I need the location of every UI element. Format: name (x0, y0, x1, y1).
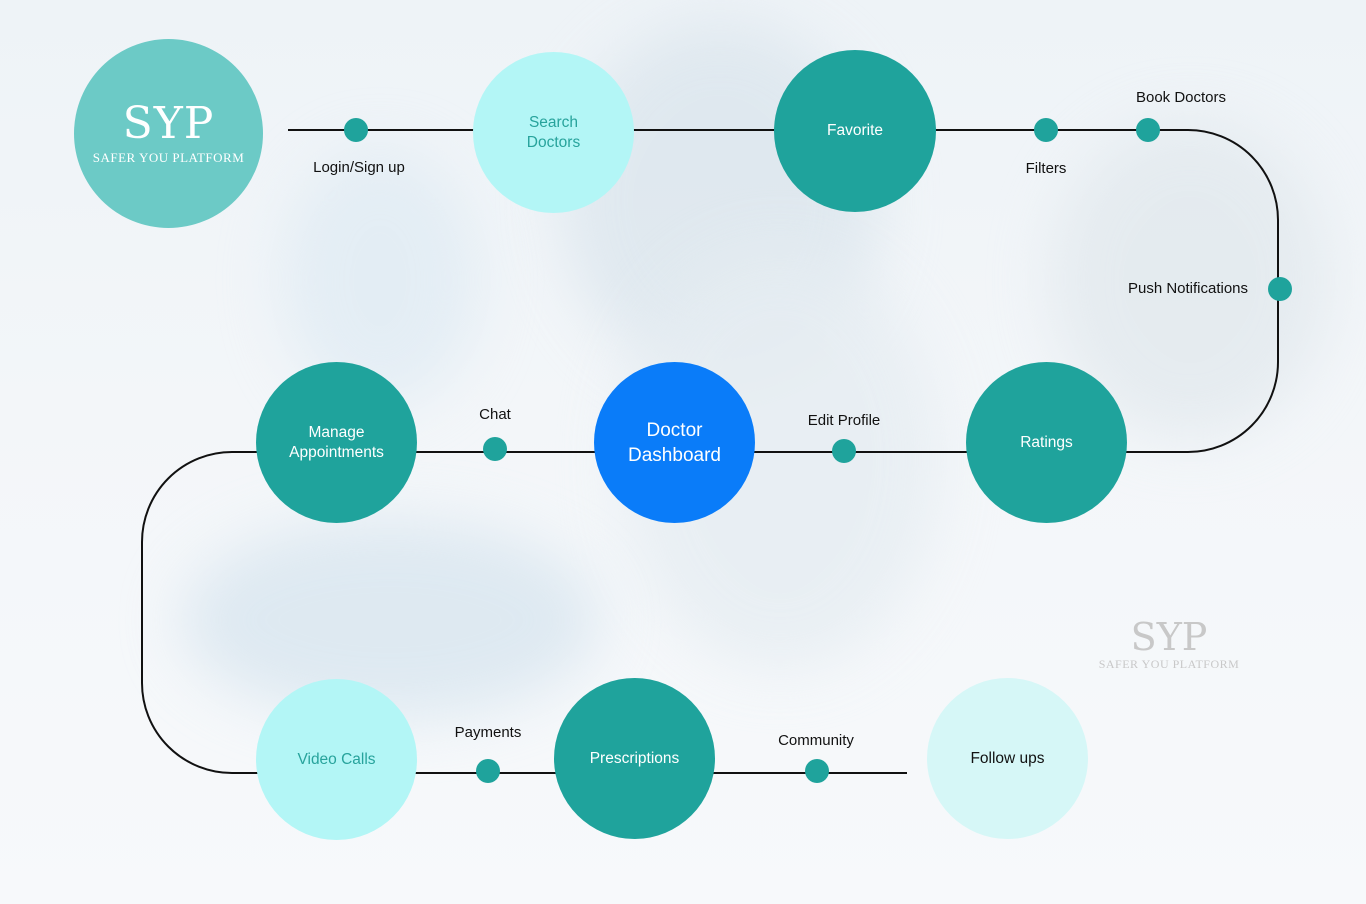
node-ratings-label: Ratings (1020, 433, 1073, 453)
node-favorite[interactable]: Favorite (774, 50, 936, 212)
step-label-filters: Filters (1026, 160, 1067, 177)
step-dot-login[interactable] (344, 118, 368, 142)
node-doctor-dashboard[interactable]: Doctor Dashboard (594, 362, 755, 523)
node-ratings[interactable]: Ratings (966, 362, 1127, 523)
node-manage-appointments[interactable]: Manage Appointments (256, 362, 417, 523)
step-dot-payments[interactable] (476, 759, 500, 783)
step-label-edit-profile: Edit Profile (808, 412, 881, 429)
step-label-payments: Payments (455, 724, 522, 741)
syp-logo: SYP SAFER YOU PLATFORM (74, 39, 263, 228)
node-favorite-label: Favorite (827, 121, 883, 141)
node-video-calls[interactable]: Video Calls (256, 679, 417, 840)
watermark-logo: SYP SAFER YOU PLATFORM (1088, 617, 1250, 672)
step-label-book-doctors: Book Doctors (1136, 89, 1226, 106)
node-doctor-dashboard-label: Doctor Dashboard (628, 418, 721, 468)
node-prescriptions[interactable]: Prescriptions (554, 678, 715, 839)
node-follow-ups-label: Follow ups (970, 749, 1044, 769)
node-search-doctors[interactable]: Search Doctors (473, 52, 634, 213)
step-label-chat: Chat (479, 406, 511, 423)
watermark-mark: SYP (1088, 617, 1250, 657)
logo-mark: SYP (123, 102, 215, 146)
step-dot-community[interactable] (805, 759, 829, 783)
step-dot-edit-profile[interactable] (832, 439, 856, 463)
node-prescriptions-label: Prescriptions (590, 749, 680, 769)
step-dot-push-notifications[interactable] (1268, 277, 1292, 301)
step-label-community: Community (778, 732, 854, 749)
node-manage-appointments-label: Manage Appointments (289, 423, 384, 463)
watermark-subtitle: SAFER YOU PLATFORM (1088, 657, 1250, 672)
step-label-login: Login/Sign up (313, 159, 405, 176)
step-dot-book-doctors[interactable] (1136, 118, 1160, 142)
logo-subtitle: SAFER YOU PLATFORM (93, 150, 245, 166)
node-video-calls-label: Video Calls (297, 750, 375, 770)
step-label-push-notifications: Push Notifications (1128, 280, 1248, 297)
node-search-doctors-label: Search Doctors (527, 113, 580, 153)
step-dot-filters[interactable] (1034, 118, 1058, 142)
node-follow-ups[interactable]: Follow ups (927, 678, 1088, 839)
step-dot-chat[interactable] (483, 437, 507, 461)
